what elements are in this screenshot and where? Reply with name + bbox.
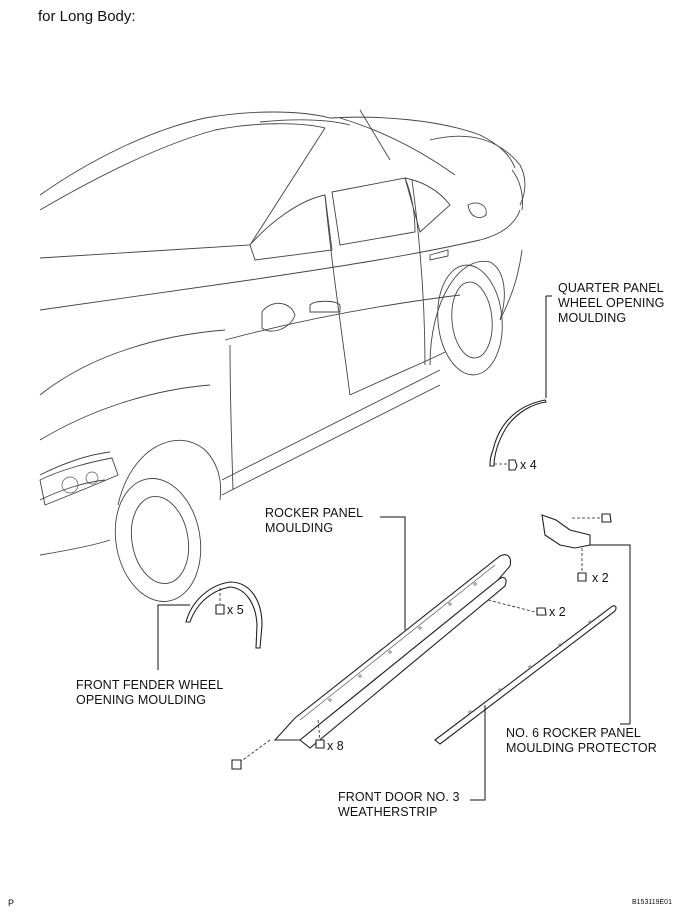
quarter-panel-moulding-part bbox=[489, 399, 547, 471]
rocker-screw-quantity: x 2 bbox=[549, 605, 566, 619]
rocker-protector-label-line-1: NO. 6 ROCKER PANEL bbox=[506, 726, 641, 740]
front-fender-moulding-part bbox=[185, 581, 263, 649]
quarter-clip-quantity: x 4 bbox=[520, 458, 537, 472]
rocker-panel-moulding-part bbox=[231, 554, 547, 770]
quarter-panel-label-line-1: QUARTER PANEL bbox=[558, 281, 664, 295]
rocker-protector-label: NO. 6 ROCKER PANEL MOULDING PROTECTOR bbox=[506, 726, 657, 756]
weatherstrip-label: FRONT DOOR NO. 3 WEATHERSTRIP bbox=[338, 790, 460, 820]
rocker-panel-moulding-label: ROCKER PANEL MOULDING bbox=[265, 506, 363, 536]
quarter-panel-moulding-label: QUARTER PANEL WHEEL OPENING MOULDING bbox=[558, 281, 664, 326]
page-heading: for Long Body: bbox=[38, 8, 136, 25]
rocker-panel-label-line-1: ROCKER PANEL bbox=[265, 506, 364, 520]
bracket-clip-quantity: x 2 bbox=[592, 571, 609, 585]
weatherstrip-label-line-2: WEATHERSTRIP bbox=[338, 805, 438, 819]
illustration-code: B153119E01 bbox=[632, 899, 672, 906]
leader-lines bbox=[157, 295, 631, 801]
fender-clip-quantity: x 5 bbox=[227, 603, 244, 617]
front-fender-label-line-1: FRONT FENDER WHEEL bbox=[76, 678, 224, 692]
front-fender-label-line-2: OPENING MOULDING bbox=[76, 693, 207, 707]
front-fender-moulding-label: FRONT FENDER WHEEL OPENING MOULDING bbox=[76, 678, 223, 708]
quarter-panel-label-line-3: MOULDING bbox=[558, 311, 627, 325]
rocker-lower-clip-quantity: x 8 bbox=[327, 739, 344, 753]
quarter-panel-label-line-2: WHEEL OPENING bbox=[558, 296, 665, 310]
weatherstrip-label-line-1: FRONT DOOR NO. 3 bbox=[338, 790, 460, 804]
rocker-protector-part bbox=[434, 605, 617, 745]
rocker-panel-label-line-2: MOULDING bbox=[265, 521, 334, 535]
footer-left-mark: P bbox=[8, 898, 15, 908]
rocker-protector-label-line-2: MOULDING PROTECTOR bbox=[506, 741, 657, 755]
car-body-illustration bbox=[39, 109, 526, 602]
